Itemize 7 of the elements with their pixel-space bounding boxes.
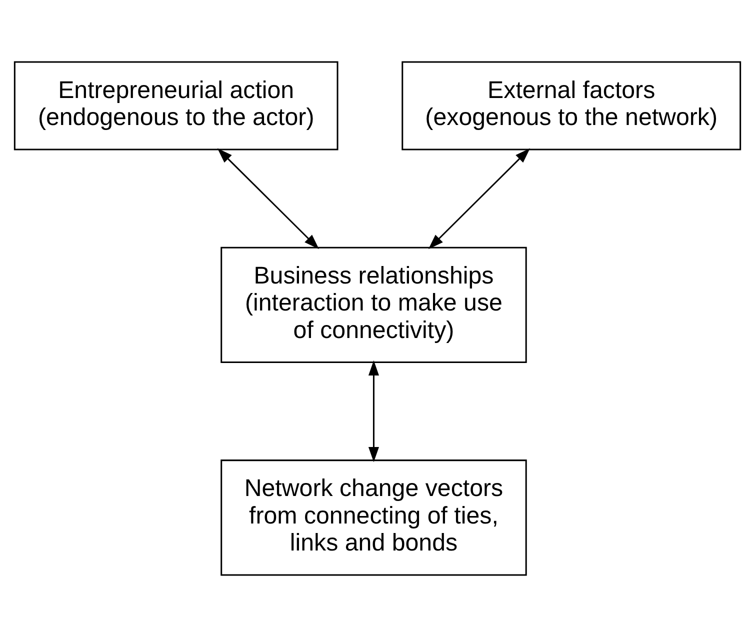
arrow [368,360,380,462]
arrow [217,148,320,250]
node-box: External factors (exogenous to the network) [402,61,742,150]
node-box: Business relationships (interaction to make use of connectivity) [220,246,527,363]
arrow [428,148,530,250]
node-box: Network change vectors from connecting of ties, links and bonds [220,460,527,576]
node-box: Entrepreneurial action (endogenous to the actor) [14,61,338,150]
